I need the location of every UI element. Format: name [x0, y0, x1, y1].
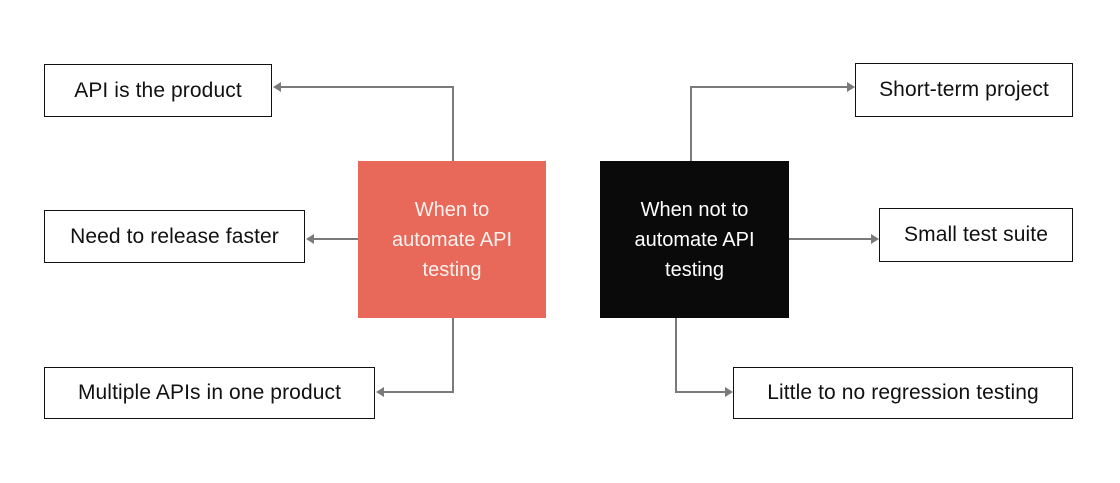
- arrowhead-short-term-project: [847, 82, 855, 92]
- node-small-test-suite[interactable]: Small test suite: [879, 208, 1073, 262]
- node-need-to-release-faster[interactable]: Need to release faster: [44, 210, 305, 263]
- connector-coral-to-api-product-horizontal: [281, 86, 454, 88]
- connector-coral-to-multiple-apis-horizontal: [384, 391, 454, 393]
- node-center-label-wrap: When not to automate API testing: [634, 195, 754, 285]
- node-label: Multiple APIs in one product: [77, 381, 342, 404]
- arrowhead-regression-testing: [725, 387, 733, 397]
- connector-black-to-short-term-vertical: [690, 86, 692, 162]
- connector-coral-to-multiple-apis-vertical: [452, 318, 454, 393]
- node-multiple-apis-in-one-product[interactable]: Multiple APIs in one product: [44, 367, 375, 419]
- connector-black-to-small-test-suite: [789, 238, 871, 240]
- node-little-to-no-regression-testing[interactable]: Little to no regression testing: [733, 367, 1073, 419]
- node-label-line-2: automate API: [634, 228, 755, 251]
- node-when-not-to-automate-api-testing[interactable]: When not to automate API testing: [600, 161, 789, 318]
- node-short-term-project[interactable]: Short-term project: [855, 63, 1073, 117]
- node-label-line-2: automate API: [391, 228, 513, 251]
- node-label: Short-term project: [879, 78, 1049, 101]
- node-label: API is the product: [74, 78, 242, 102]
- node-label: Need to release faster: [70, 224, 279, 248]
- arrowhead-api-product: [273, 82, 281, 92]
- connector-coral-to-api-product-vertical: [452, 86, 454, 162]
- node-label-line-3: testing: [665, 258, 724, 281]
- arrowhead-small-test-suite: [871, 234, 879, 244]
- node-when-to-automate-api-testing[interactable]: When to automate API testing: [358, 161, 546, 318]
- connector-black-to-short-term-horizontal: [690, 86, 847, 88]
- node-label-line-1: When to: [414, 198, 490, 221]
- connector-black-to-regression-vertical: [675, 318, 677, 393]
- node-api-is-the-product[interactable]: API is the product: [44, 64, 272, 117]
- arrowhead-release-faster: [306, 234, 314, 244]
- node-label: Small test suite: [904, 223, 1048, 246]
- node-label: Little to no regression testing: [767, 381, 1039, 404]
- node-label-line-3: testing: [422, 258, 482, 281]
- connector-coral-to-release-faster: [314, 238, 359, 240]
- arrowhead-multiple-apis: [376, 387, 384, 397]
- node-label-line-1: When not to: [640, 198, 749, 221]
- connector-black-to-regression-horizontal: [675, 391, 725, 393]
- node-center-label-wrap: When to automate API testing: [392, 195, 512, 285]
